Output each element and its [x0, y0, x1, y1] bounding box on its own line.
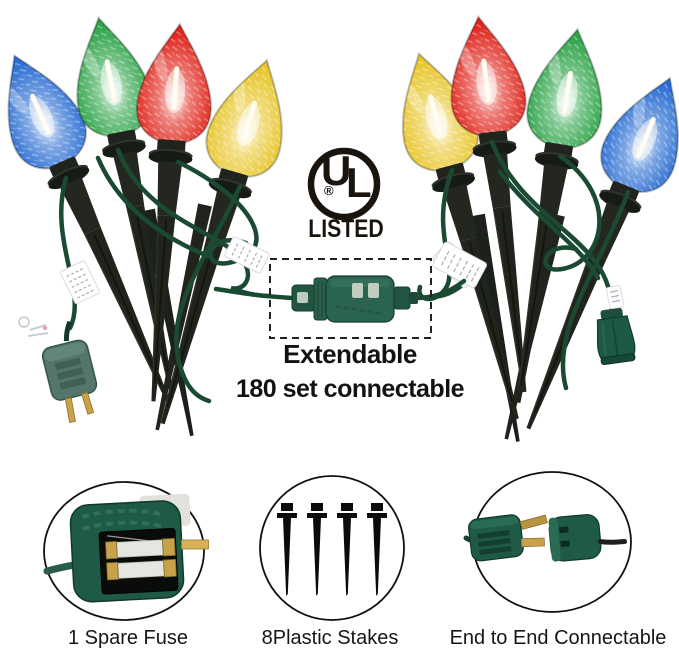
end-to-end-plugs-icon: [463, 514, 628, 562]
female-socket: [548, 514, 628, 562]
ul-registered-symbol: ®: [324, 183, 334, 198]
female-socket: [596, 307, 636, 366]
male-plug: [41, 320, 98, 423]
label-tag: [224, 236, 270, 274]
ul-letter-u: U: [321, 147, 352, 194]
fuse: [105, 537, 176, 560]
ul-letter-l: L: [346, 159, 372, 206]
male-plug: [467, 514, 548, 562]
fuse: [106, 558, 177, 581]
connectable-sets-label: 180 set connectable: [235, 375, 465, 403]
feature-caption-plastic-stakes: 8Plastic Stakes: [261, 627, 399, 649]
right-light-cluster: [383, 12, 679, 442]
feature-caption-spare-fuse: 1 Spare Fuse: [67, 627, 189, 649]
ul-mark-ring: [307, 147, 381, 221]
plug-prong: [64, 397, 76, 423]
extendable-label: Extendable: [283, 339, 417, 369]
left-light-cluster: [0, 11, 302, 438]
feature-caption-end-to-end: End to End Connectable: [449, 627, 667, 649]
plug-prong: [81, 391, 95, 415]
spare-fuse-plug-icon: [43, 493, 209, 603]
label-tag: [60, 260, 100, 305]
label-tag: [432, 241, 487, 289]
label-tag: [605, 284, 625, 310]
feature-circle-stakes: [259, 475, 405, 621]
plastic-stakes-icon: [277, 503, 387, 596]
ul-listed-label: LISTED: [308, 215, 384, 243]
inline-connector: [213, 275, 467, 323]
plastic-clip: [18, 316, 49, 337]
